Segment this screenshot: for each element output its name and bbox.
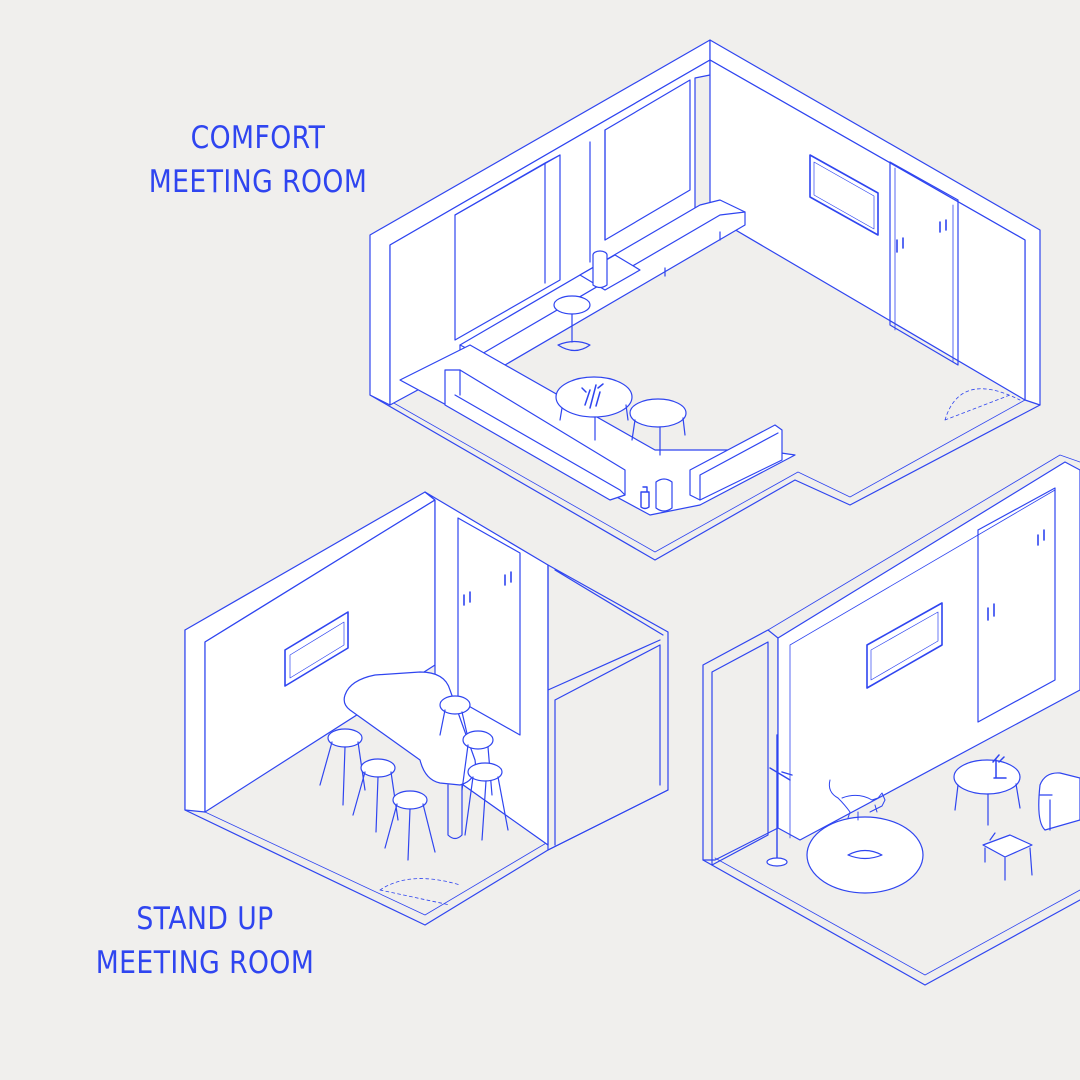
comfort-coffee-table-2-legs: [631, 417, 686, 456]
lounge-round-table: [953, 759, 1021, 795]
standup-label-line-1: STAND UP: [136, 901, 274, 937]
lounge-screen: [866, 602, 943, 689]
lounge-floor-lamp-base: [766, 857, 788, 867]
comfort-screen-inner: [813, 161, 875, 230]
standup-right-wall: [424, 491, 549, 846]
standup-label-line-2: MEETING ROOM: [95, 945, 315, 981]
standup-screen-inner: [289, 621, 345, 679]
standup-screen: [284, 611, 349, 687]
comfort-stool-leg: [557, 313, 591, 352]
comfort-plant: [581, 383, 604, 409]
lounge-cat: [828, 779, 886, 821]
comfort-sofa-long-seat: [454, 369, 626, 496]
standup-glass-partition: [547, 564, 669, 851]
standup-left-wall-face: [204, 499, 436, 813]
comfort-door-handle: [896, 219, 947, 253]
lounge-door-handle: [987, 529, 1045, 621]
comfort-lamp-body: [592, 254, 608, 289]
comfort-stool-top: [553, 295, 591, 315]
comfort-door-swing: [944, 388, 1021, 421]
lounge-pouf: [806, 816, 924, 894]
comfort-window-1-sill: [454, 154, 561, 284]
standup-door: [457, 517, 521, 736]
comfort-door-frame: [894, 167, 954, 363]
comfort-room: [369, 39, 1041, 561]
comfort-corner-column: [655, 478, 673, 512]
comfort-room-label: COMFORT MEETING ROOM: [129, 116, 387, 204]
lounge-room: [702, 454, 1080, 986]
comfort-floor-outline: [369, 394, 1041, 561]
lounge-armchair-seat: [1039, 794, 1053, 831]
lounge-back-wall: [777, 461, 1080, 841]
comfort-window-2-mullion: [589, 129, 606, 263]
comfort-label-line-2: MEETING ROOM: [148, 164, 368, 200]
lounge-floor-outline: [702, 859, 1080, 986]
standup-room-label: STAND UP MEETING ROOM: [76, 897, 334, 985]
standup-door-handle: [463, 571, 512, 606]
comfort-label-line-1: COMFORT: [190, 120, 326, 156]
comfort-screen: [809, 154, 879, 236]
comfort-coffee-table-1-legs: [559, 404, 629, 441]
comfort-bottle: [640, 486, 650, 510]
comfort-sofa-short-seat: [699, 432, 779, 501]
standup-door-swing: [379, 878, 461, 906]
lounge-plant: [992, 754, 1007, 779]
lounge-floor-lamp: [769, 734, 793, 861]
lounge-glass-door: [702, 629, 779, 866]
comfort-floor-inner: [384, 397, 1026, 553]
lounge-round-table-legs: [954, 783, 1021, 826]
standup-table-leg: [447, 784, 463, 840]
lounge-screen-inner: [870, 611, 939, 681]
comfort-coffee-table-2: [629, 398, 687, 428]
comfort-coffee-table-1: [555, 376, 633, 418]
lounge-side-stool: [982, 834, 1033, 858]
lounge-door: [977, 487, 1056, 723]
standup-room: [184, 491, 669, 926]
lounge-back-wall-top: [767, 454, 1080, 839]
lounge-floor-inner: [714, 857, 1080, 976]
lounge-armchair: [1038, 772, 1080, 831]
lounge-pouf-hole: [847, 849, 883, 860]
standup-stools: [319, 695, 509, 861]
lounge-side-stool-legs: [984, 832, 1033, 881]
comfort-door: [889, 161, 959, 366]
